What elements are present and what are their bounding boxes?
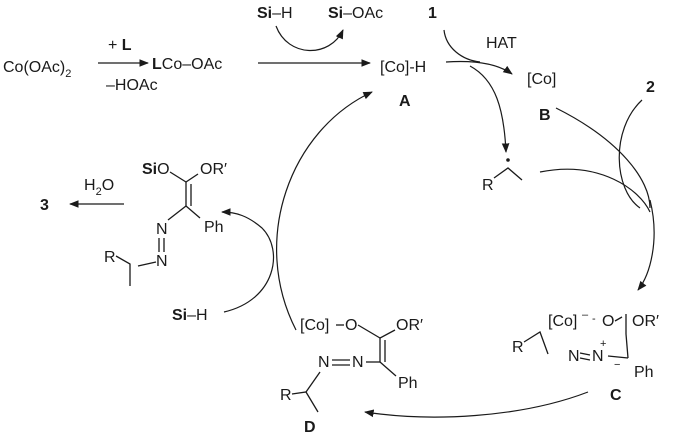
- plus-ligand-label: + L: [108, 37, 132, 54]
- silyl-c-n-bond: [167, 205, 187, 221]
- radical-r-label: R: [482, 177, 494, 194]
- cobalt-recombination-curve: [555, 107, 651, 209]
- C-to-D-arrow: [364, 391, 589, 418]
- precatalyst-activation: Co(OAc)2 + L –HOAc LCo–OAc Si–H Si–OAc: [3, 5, 383, 94]
- D-n-c-bond: [305, 371, 321, 393]
- water-label: H2O: [84, 177, 114, 198]
- C-cobalt-minus: –: [582, 309, 589, 321]
- silane-exchange-arrow: [275, 25, 344, 52]
- silyl-alkyl-bonds: [115, 255, 131, 286]
- silane-bottom: Si–H: [172, 208, 275, 324]
- lco-oac-label: LCo–OAc: [152, 56, 222, 73]
- cobalt-hydride-formula: [Co]-H: [380, 59, 426, 76]
- silyl-c-ph-bond: [185, 205, 201, 219]
- C-cobalt: [Co]: [548, 313, 577, 330]
- C-n2: N: [568, 348, 580, 365]
- D-oxygen: O: [345, 317, 357, 334]
- C-o-c-bond: [614, 316, 623, 322]
- species-C: [Co] – - O OR′ Ph N + − N R C: [512, 309, 659, 404]
- silyl-ester: OR′: [200, 161, 227, 178]
- diazo-2-label: 2: [646, 79, 655, 96]
- C-dash: -: [592, 313, 596, 325]
- minus-hoac-label: –HOAc: [106, 77, 158, 94]
- silyl-acetate-label: Si–OAc: [328, 5, 383, 22]
- hat-label: HAT: [486, 35, 517, 52]
- label-C: C: [610, 387, 622, 404]
- silyl-n-c-bond: [137, 261, 157, 267]
- C-nn-bond-2: [579, 357, 591, 361]
- to-C-arrow: [637, 199, 655, 291]
- D-cobalt: [Co]: [300, 317, 329, 334]
- radical-trap-curve: [539, 168, 651, 213]
- label-B: B: [539, 107, 551, 124]
- D-o-c-bond: [357, 324, 381, 339]
- alkene-1-label: 1: [428, 5, 437, 22]
- D-n2: N: [318, 354, 330, 371]
- D-n1: N: [352, 354, 364, 371]
- silyl-si: SiO: [142, 161, 170, 178]
- C-plus: +: [600, 338, 606, 350]
- C-phenyl: Ph: [634, 364, 654, 381]
- D-r-label: R: [280, 387, 292, 404]
- D-ester: OR′: [396, 317, 423, 334]
- C-nn-bond-1: [579, 352, 591, 356]
- silane-top-label: Si–H: [257, 5, 293, 22]
- silyl-n1: N: [156, 221, 168, 238]
- D-phenyl: Ph: [398, 375, 418, 392]
- D-c-or-bond: [379, 329, 396, 339]
- D-c-ph-bond: [379, 361, 397, 377]
- silyl-r-label: R: [104, 249, 116, 266]
- product-3-label: 3: [40, 197, 49, 214]
- C-minus: −: [614, 359, 620, 371]
- C-alkyl-bonds: [523, 331, 549, 355]
- silyl-o-c-bond: [169, 171, 187, 183]
- hydrolysis-step: H2O 3: [40, 177, 124, 214]
- label-D: D: [304, 419, 316, 436]
- D-alkyl-bonds: [291, 391, 319, 413]
- radical-dot: [506, 158, 510, 162]
- C-n1: N: [592, 348, 604, 365]
- silylation-arrow: [221, 208, 275, 313]
- C-r-label: R: [512, 339, 524, 356]
- alkyl-radical: R: [482, 158, 651, 213]
- silyl-ketene-acetal: SiO OR′ Ph N N R: [104, 161, 227, 286]
- radical-bonds: [493, 167, 523, 181]
- alkene-entry-curve: [443, 29, 481, 63]
- C-alpha-bond: [625, 333, 629, 359]
- C-ester: OR′: [632, 313, 659, 330]
- silane-bottom-label: Si–H: [172, 307, 208, 324]
- radical-formation-arrow: [469, 65, 510, 153]
- species-D: [Co] O OR′ Ph N N R D: [280, 317, 423, 436]
- silyl-c-or-bond: [185, 173, 199, 183]
- D-to-A-cycle-arrow: [276, 91, 373, 331]
- cobalt-acetate-label: Co(OAc)2: [3, 59, 71, 80]
- diazo-entry-curve: [618, 99, 643, 209]
- cobalt-species-formula: [Co]: [527, 71, 556, 88]
- label-A: A: [399, 93, 411, 110]
- C-cn-bond: [607, 355, 629, 359]
- hat-step: 1 HAT: [428, 5, 517, 153]
- species-A: [Co]-H A: [380, 59, 426, 110]
- hat-arrow: [445, 60, 513, 75]
- C-oxygen: O: [602, 313, 614, 330]
- species-B: [Co] B: [527, 71, 556, 124]
- silyl-n2: N: [156, 253, 168, 270]
- silyl-phenyl: Ph: [204, 219, 224, 236]
